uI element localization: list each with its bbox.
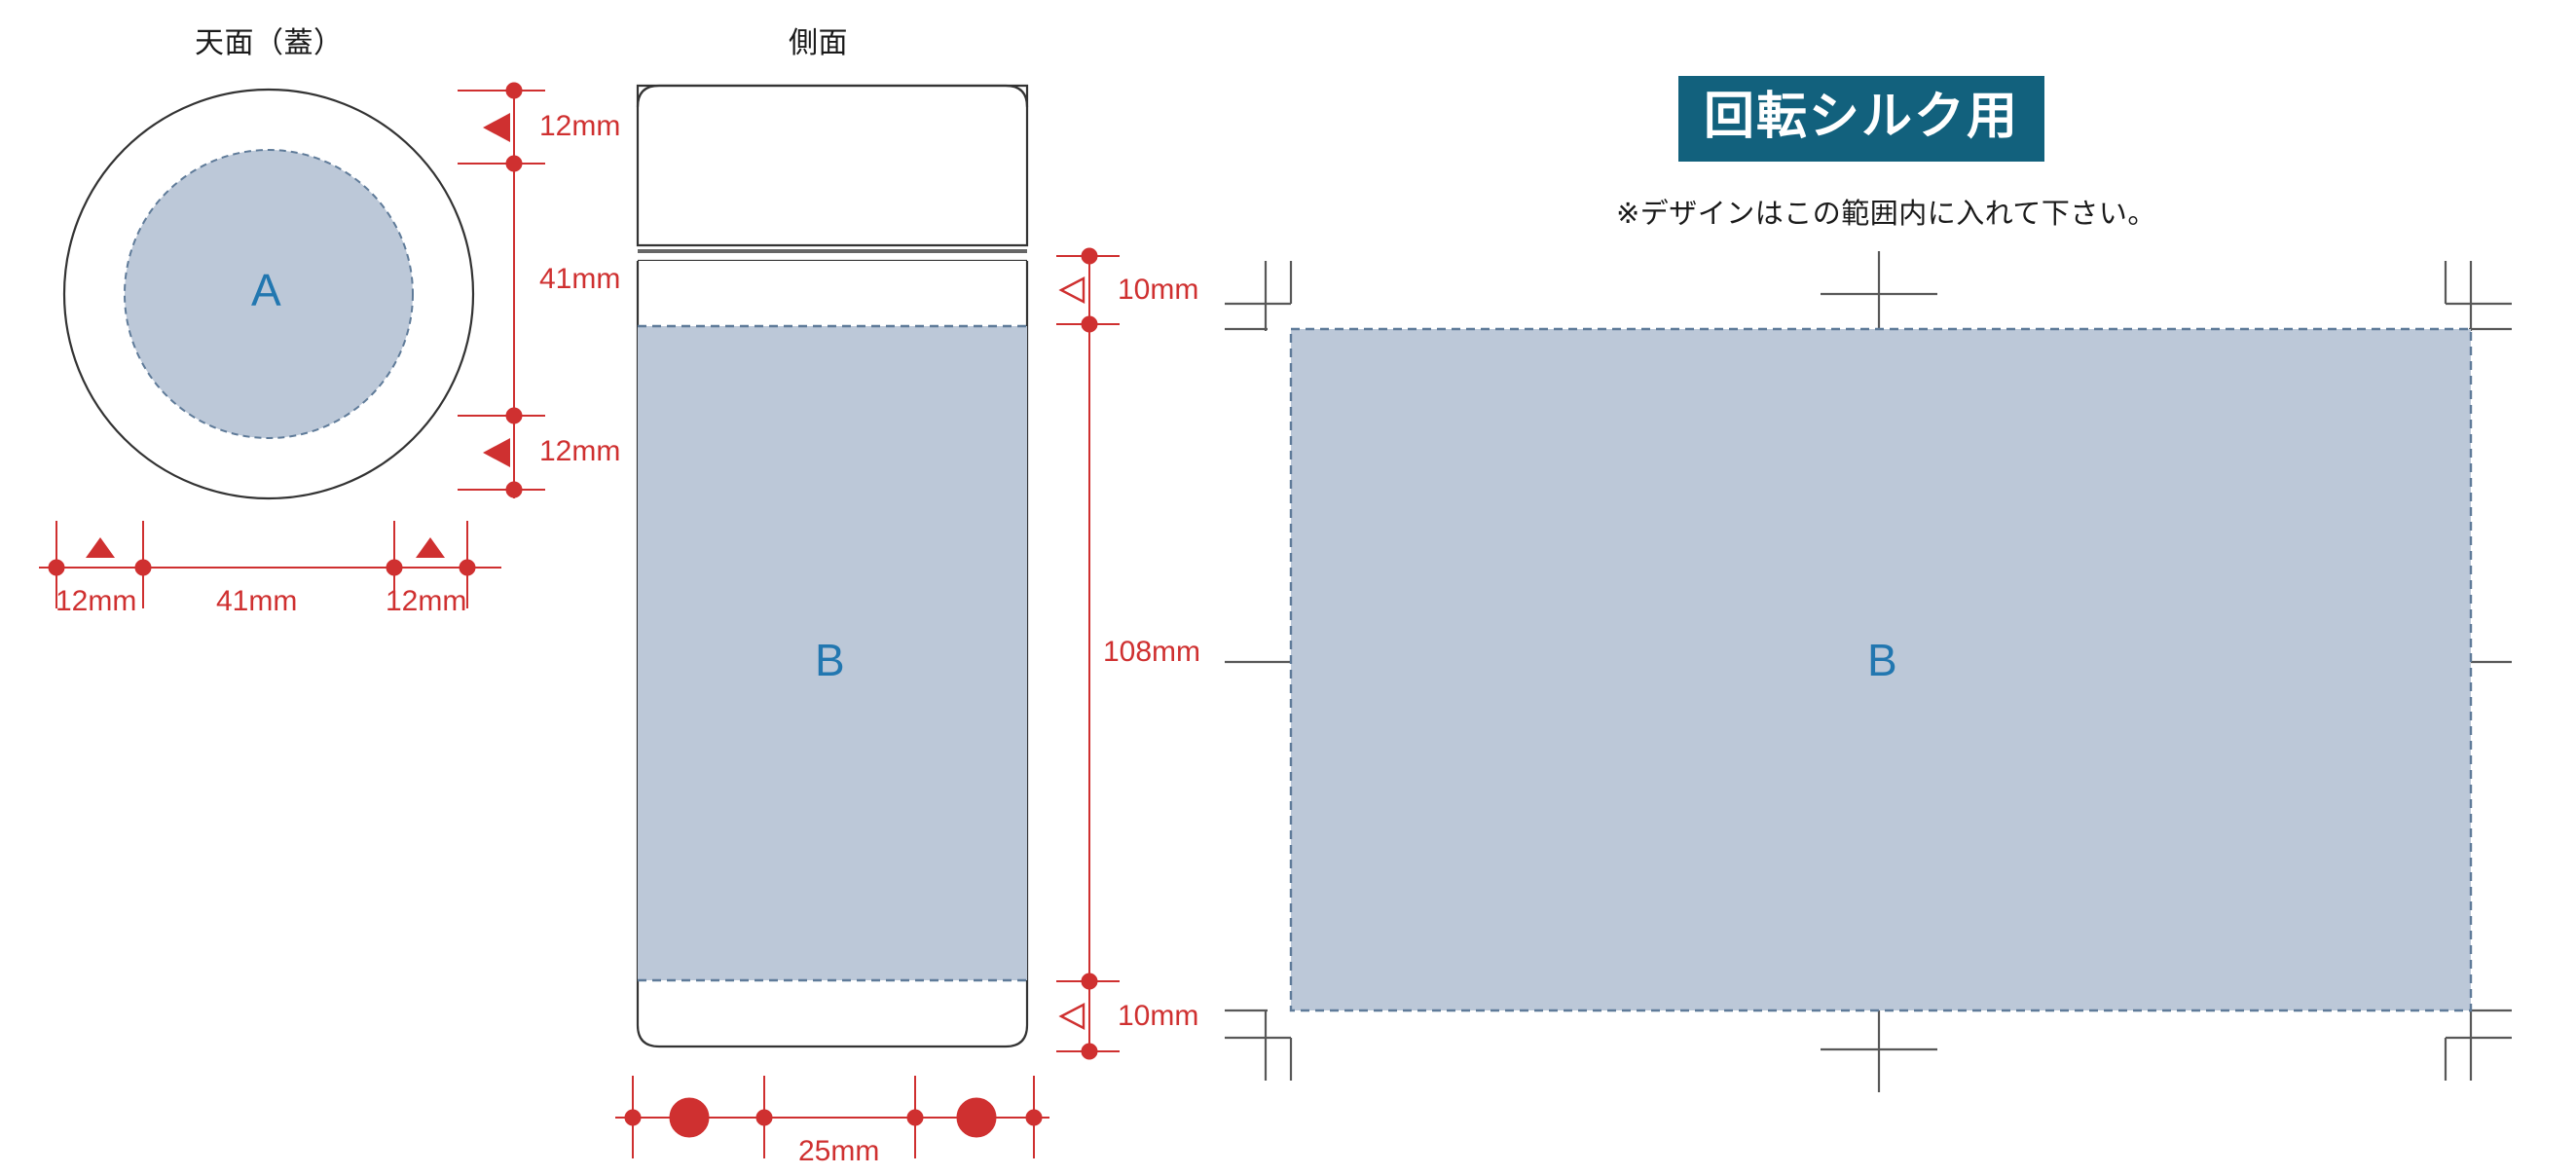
dim-dot: [505, 82, 523, 99]
dim-dot: [134, 559, 152, 576]
triangle-marker-left-icon: [483, 438, 510, 467]
circle-marker-icon: [956, 1097, 997, 1138]
top-view-group: [62, 88, 475, 500]
triangle-marker-up-icon: [86, 537, 115, 558]
title-badge: 回転シルク用: [1678, 76, 2045, 162]
dimension-left-12mm: 12mm: [55, 585, 137, 617]
dimension-side-width-25mm: 25mm: [798, 1135, 880, 1167]
dimension-side-top-10mm: 10mm: [1118, 274, 1199, 306]
top-view-horizontal-dimensions: [39, 521, 501, 608]
dim-dot: [906, 1109, 924, 1126]
triangle-outline-left-icon: [1058, 1003, 1086, 1030]
area-letter-a: A: [251, 265, 281, 315]
dimension-bottom-12mm: 12mm: [539, 435, 621, 467]
print-area-circle-a: [124, 149, 414, 439]
triangle-marker-up-icon: [416, 537, 445, 558]
dim-dot: [1081, 247, 1098, 265]
dim-dot: [48, 559, 65, 576]
triangle-marker-left-icon: [483, 113, 510, 142]
dimension-middle-41mm: 41mm: [539, 263, 621, 295]
dim-dot: [1081, 315, 1098, 333]
dim-dot: [505, 407, 523, 424]
lid-top-rounded-edge: [636, 84, 1029, 108]
dimension-side-bottom-10mm: 10mm: [1118, 1000, 1199, 1032]
design-note: ※デザインはこの範囲内に入れて下さい。: [1616, 199, 2156, 230]
circle-marker-icon: [669, 1097, 710, 1138]
panel-crop-marks: [1225, 251, 2512, 1092]
dimension-right-12mm: 12mm: [386, 585, 467, 617]
area-letter-b-panel: B: [1867, 635, 1897, 685]
dimension-side-108mm: 108mm: [1103, 636, 1201, 668]
dim-dot: [459, 559, 476, 576]
top-view-title: 天面（蓋）: [195, 27, 344, 59]
dim-dot: [1025, 1109, 1043, 1126]
dim-dot: [505, 155, 523, 172]
side-view-width-dimension: [615, 1076, 1049, 1158]
panel-print-area-group: [1289, 327, 2473, 1012]
dim-dot: [624, 1109, 642, 1126]
dim-dot: [386, 559, 403, 576]
area-letter-b-side: B: [815, 635, 845, 685]
side-view-dimensions: [1056, 247, 1120, 1060]
dimension-center-41mm: 41mm: [216, 585, 298, 617]
dim-dot: [755, 1109, 773, 1126]
dimension-top-12mm: 12mm: [539, 110, 621, 142]
side-view-group: [636, 84, 1029, 1048]
print-area-side-b: [638, 326, 1027, 980]
dim-dot: [1081, 1043, 1098, 1060]
top-view-vertical-dimensions: [458, 82, 545, 498]
side-view-title: 側面: [789, 27, 848, 59]
print-area-panel-b: [1289, 327, 2473, 1012]
lid-body-rect: [636, 84, 1029, 247]
triangle-outline-left-icon: [1058, 276, 1086, 304]
dim-dot: [505, 481, 523, 498]
dim-dot: [1081, 973, 1098, 990]
